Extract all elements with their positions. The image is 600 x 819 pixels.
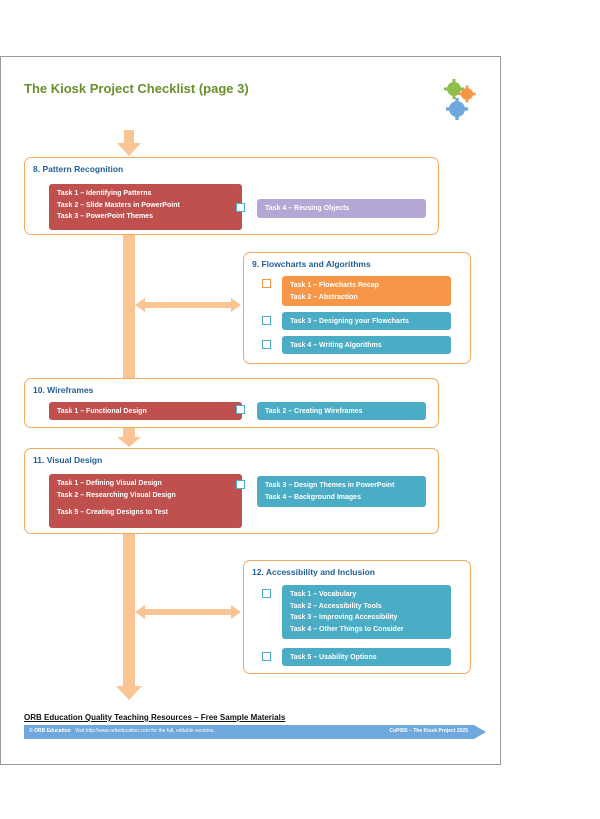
footer-left-text: © ORB Education Visit http://www.orbeduc… [29,728,215,734]
section-title: 10. Wireframes [33,385,94,395]
section-wireframes: 10. Wireframes Task 1 – Functional Desig… [24,378,439,428]
section-title: 9. Flowcharts and Algorithms [252,259,371,269]
section-flowcharts-and-algorithms: 9. Flowcharts and Algorithms Task 1 – Fl… [243,252,471,364]
task-item: Task 3 – Improving Accessibility [290,614,398,621]
footer-code: CoP065 – The Kiosk Project 2025 [389,728,468,734]
task-group: Task 4 – Reusing Objects [257,199,426,218]
task-item: Task 2 – Slide Masters in PowerPoint [57,201,180,209]
task-group: Task 1 – Vocabulary Task 2 – Accessibili… [282,585,451,639]
footer-bar: © ORB Education Visit http://www.orbeduc… [24,725,486,739]
task-item: Task 1 – Identifying Patterns [57,190,152,197]
task-item: Task 1 – Vocabulary [290,591,357,598]
task-group: Task 3 – Design Themes in PowerPoint Tas… [257,476,426,507]
section-title: 11. Visual Design [33,455,103,465]
section-accessibility-and-inclusion: 12. Accessibility and Inclusion Task 1 –… [243,560,471,674]
task-item: Task 4 – Other Things to Consider [290,625,404,633]
task-item: Task 3 – PowerPoint Themes [57,213,153,220]
section-pattern-recognition: 8. Pattern Recognition Task 1 – Identify… [24,157,439,235]
footer-visit-link[interactable]: Visit http://www.orbeducation.com for th… [74,728,215,734]
task-checkbox[interactable] [236,203,245,212]
task-item: Task 2 – Abstraction [290,293,358,301]
task-item: Task 3 – Designing your Flowcharts [290,318,409,325]
task-group: Task 2 – Creating Wireframes [257,402,426,420]
task-item: Task 3 – Design Themes in PowerPoint [265,482,395,489]
task-group: Task 3 – Designing your Flowcharts [282,312,451,330]
footer-copyright: © ORB Education [29,728,71,734]
task-checkbox[interactable] [236,480,245,489]
task-item: Task 5 – Usability Options [290,654,377,661]
task-checkbox[interactable] [262,589,271,598]
task-checkbox[interactable] [262,652,271,661]
task-item: Task 2 – Creating Wireframes [265,408,363,415]
task-item: Task 1 – Functional Design [57,408,147,415]
task-item: Task 4 – Background Images [265,493,361,501]
task-group: Task 1 – Functional Design [49,402,242,420]
task-item: Task 1 – Defining Visual Design [57,480,162,487]
task-group: Task 1 – Flowcharts Recap Task 2 – Abstr… [282,276,451,306]
task-group: Task 4 – Writing Algorithms [282,336,451,354]
section-title: 12. Accessibility and Inclusion [252,567,375,577]
task-checkbox[interactable] [262,340,271,349]
task-checkbox[interactable] [236,405,245,414]
task-group: Task 5 – Usability Options [282,648,451,666]
task-item: Task 4 – Reusing Objects [265,205,350,212]
section-visual-design: 11. Visual Design Task 1 – Defining Visu… [24,448,439,534]
gears-logo-icon [444,79,476,120]
task-checkbox[interactable] [262,279,271,288]
task-item: Task 2 – Researching Visual Design [57,491,176,499]
task-item: Task 2 – Accessibility Tools [290,602,382,610]
task-checkbox[interactable] [262,316,271,325]
task-group: Task 1 – Defining Visual Design Task 2 –… [49,474,242,528]
footer-arrow-shape [24,725,486,739]
page-title: The Kiosk Project Checklist (page 3) [24,81,249,96]
task-item: Task 1 – Flowcharts Recap [290,282,379,289]
task-item: Task 4 – Writing Algorithms [290,342,382,349]
task-group: Task 1 – Identifying Patterns Task 2 – S… [49,184,242,230]
section-title: 8. Pattern Recognition [33,164,124,174]
footer-title: ORB Education Quality Teaching Resources… [24,713,286,722]
task-item: Task 5 – Creating Designs to Test [57,509,168,516]
